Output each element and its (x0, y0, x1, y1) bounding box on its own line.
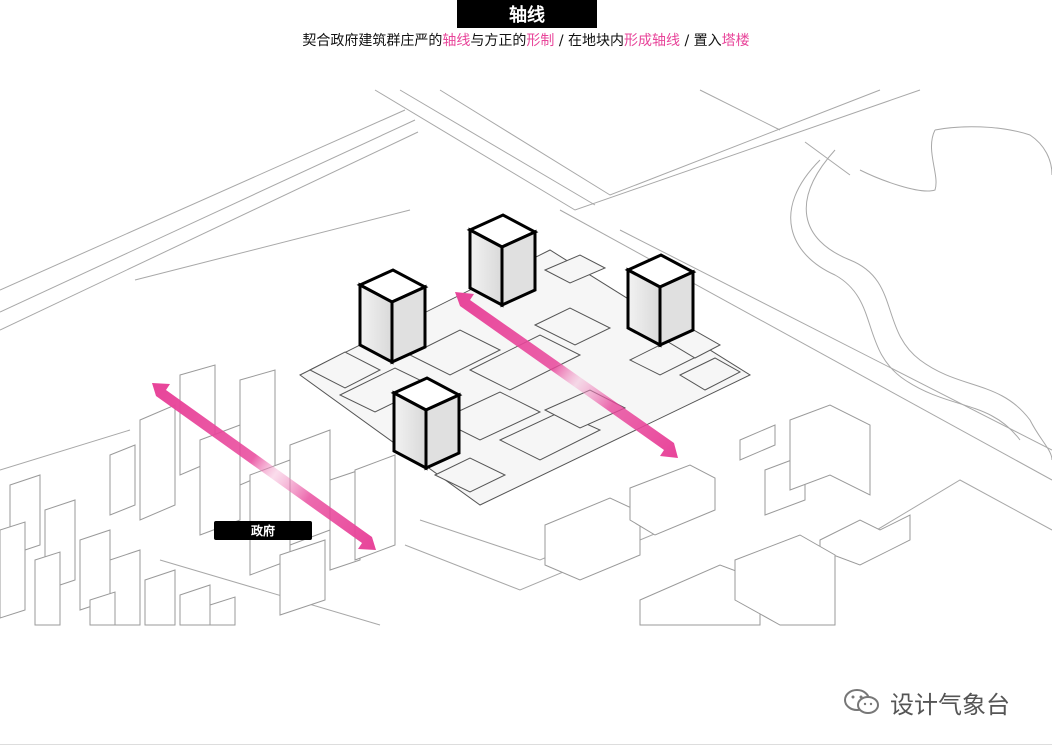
subtitle-highlight-axis-formation: 形成轴线 (624, 33, 680, 49)
tower-3 (624, 253, 697, 348)
page-title: 轴线 (509, 5, 545, 26)
subtitle-part-2: 与方正的 (470, 33, 527, 49)
subtitle-highlight-form: 形制 (526, 33, 555, 49)
arrow-west-axis (152, 383, 376, 550)
subtitle-highlight-axis: 轴线 (442, 33, 471, 49)
tower-4 (390, 376, 463, 471)
subtitle-part-3: / 在地块内 (554, 33, 624, 49)
tower-1 (356, 268, 429, 365)
bottom-divider (0, 744, 1052, 745)
subtitle: 契合政府建筑群庄严的轴线与方正的形制 / 在地块内形成轴线 / 置入塔楼 (0, 30, 1052, 50)
river (790, 126, 1052, 461)
arrow-complex-axis (455, 292, 678, 458)
surrounding-blocks-west (0, 364, 396, 626)
wechat-icon (844, 689, 879, 714)
government-label: 政府 (214, 521, 312, 540)
government-label-text: 政府 (250, 524, 275, 538)
tower-2 (466, 213, 539, 308)
subtitle-part-1: 契合政府建筑群庄严的 (302, 33, 443, 49)
watermark: 设计气象台 (842, 686, 1010, 719)
subtitle-highlight-towers: 塔楼 (721, 33, 750, 49)
axis-arrows (152, 292, 678, 550)
towers (356, 213, 697, 471)
subtitle-part-4: / 置入 (680, 33, 722, 49)
surrounding-blocks-east (544, 404, 911, 626)
roads (0, 89, 1052, 626)
watermark-text: 设计气象台 (890, 690, 1010, 719)
axonometric-diagram (0, 89, 1052, 626)
title-badge: 轴线 (457, 0, 597, 28)
